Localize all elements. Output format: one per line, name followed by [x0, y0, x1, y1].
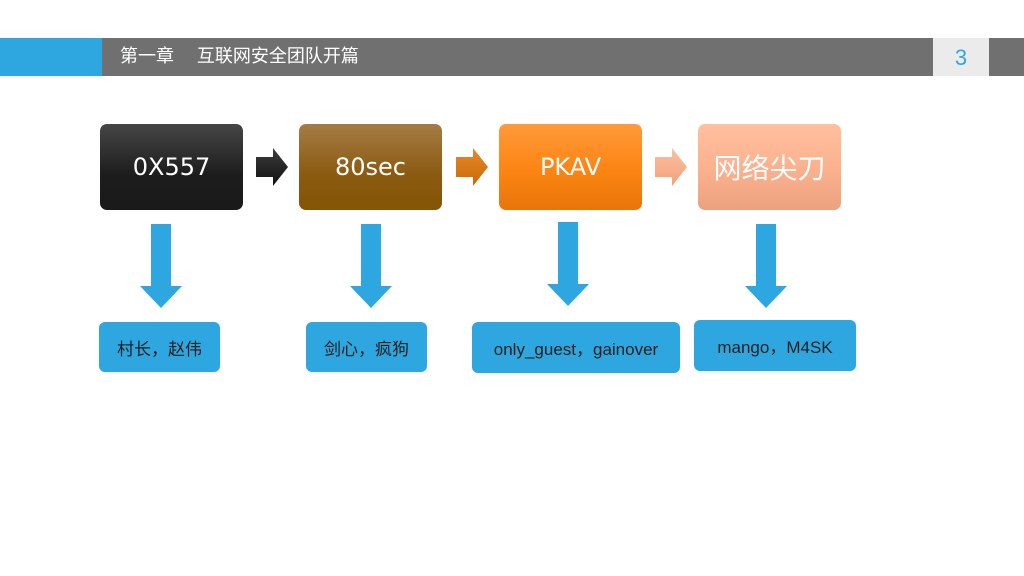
- team-name: 0X557: [132, 153, 211, 181]
- chapter-label: 第一章: [120, 46, 174, 67]
- members-text: only_guest，gainover: [493, 340, 659, 359]
- team-name: 80sec: [334, 153, 406, 181]
- members-label-pkav: only_guest，gainover: [472, 322, 680, 373]
- header-bar: [102, 38, 1024, 76]
- down-arrow-icon: [350, 224, 392, 308]
- members-label-80sec: 剑心，疯狗: [306, 322, 427, 372]
- right-arrow-icon: [456, 148, 488, 186]
- members-label-wangluojiandao: mango，M4SK: [694, 320, 856, 371]
- header-accent-bar: [0, 38, 102, 76]
- down-arrow-icon: [140, 224, 182, 308]
- section-title: 互联网安全团队开篇: [196, 46, 359, 67]
- slide-title: 第一章 互联网安全团队开篇: [120, 38, 359, 76]
- down-arrow-icon: [745, 224, 787, 308]
- members-text: 剑心，疯狗: [324, 339, 409, 359]
- members-text: mango，M4SK: [717, 338, 833, 357]
- members-label-0x557: 村长，赵伟: [99, 322, 220, 372]
- team-node-80sec: 80sec: [299, 124, 442, 210]
- page-number: 3: [933, 38, 989, 76]
- members-text: 村长，赵伟: [117, 339, 202, 359]
- right-arrow-icon: [256, 148, 288, 186]
- team-node-pkav: PKAV: [499, 124, 642, 210]
- team-node-0x557: 0X557: [100, 124, 243, 210]
- team-name: 网络尖刀: [713, 152, 826, 185]
- team-node-wangluojiandao: 网络尖刀: [698, 124, 841, 210]
- right-arrow-icon: [655, 148, 687, 186]
- down-arrow-icon: [547, 222, 589, 306]
- team-name: PKAV: [539, 153, 602, 181]
